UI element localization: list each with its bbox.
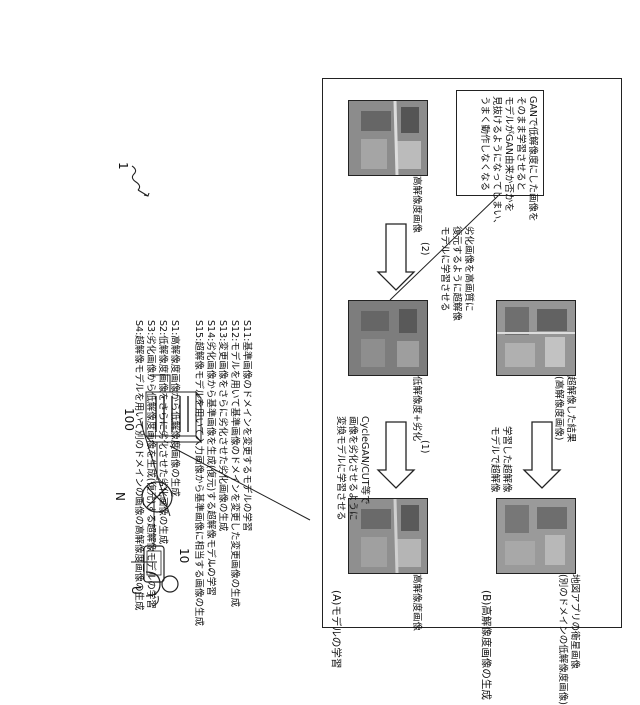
low-res-caption-line-1: 地図アプリの衛星画像	[568, 574, 580, 705]
low-res-caption-line-2: (別のドメインの低解像度画像)	[556, 574, 568, 705]
arrow-3-line-2: モデルで超解像	[488, 426, 500, 493]
low-res-satellite-image	[496, 498, 576, 574]
super-resolved-caption-line-1: 超解像した結果	[564, 376, 576, 443]
arrow-3-description: 学習した超解像 モデルで超解像	[488, 426, 512, 493]
super-resolved-image	[496, 300, 576, 376]
section-b-title: (B)高解像度画像の生成	[479, 590, 492, 700]
low-res-caption: 地図アプリの衛星画像 (別のドメインの低解像度画像)	[556, 574, 580, 705]
arrow-3-line-1: 学習した超解像	[500, 426, 512, 493]
rotated-figure: 1 U 10 … N 100	[0, 0, 640, 640]
super-resolved-caption: 超解像した結果 (高解像度画像)	[552, 376, 576, 443]
super-resolved-caption-line-2: (高解像度画像)	[552, 376, 564, 443]
